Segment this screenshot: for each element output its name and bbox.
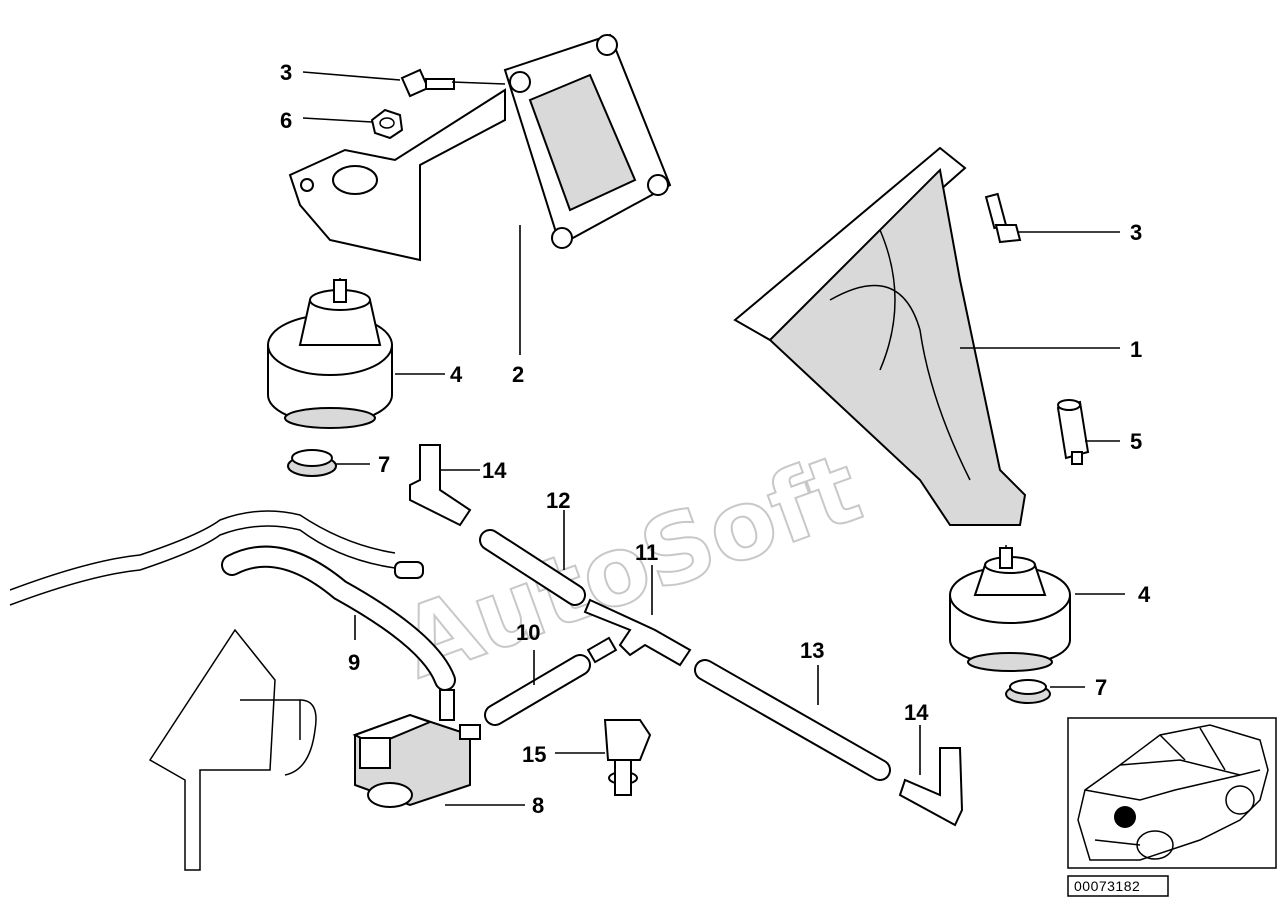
car-outline-icon — [1077, 724, 1269, 861]
vehicle-location-thumbnail — [1067, 717, 1277, 869]
callout-9: 9 — [348, 650, 360, 675]
part-10-hose — [484, 654, 591, 726]
callout-14-bottom: 14 — [904, 700, 929, 725]
callout-4-left: 4 — [450, 362, 463, 387]
part-7-nut-right — [1005, 679, 1051, 704]
reference-number-box: 00073182 — [1067, 875, 1169, 897]
part-5-stop-buffer — [1056, 399, 1090, 465]
callout-7-right: 7 — [1095, 675, 1107, 700]
callouts: 3 6 3 1 2 4 5 7 14 12 11 4 10 9 13 7 14 … — [280, 60, 1151, 818]
part-9-hose — [221, 545, 456, 691]
part-14-elbow-top — [409, 444, 472, 527]
part-11-t-piece — [583, 598, 692, 667]
callout-12: 12 — [546, 488, 570, 513]
mounting-plate — [148, 628, 317, 871]
callout-1: 1 — [1130, 337, 1142, 362]
vacuum-line-background — [9, 510, 424, 606]
location-marker-dot — [1114, 806, 1136, 828]
callout-10: 10 — [516, 620, 540, 645]
leader-lines — [302, 71, 1125, 806]
callout-3-left: 3 — [280, 60, 292, 85]
callout-3-right: 3 — [1130, 220, 1142, 245]
part-1-right-bracket — [733, 146, 1027, 526]
part-3-bolt-left — [400, 68, 455, 98]
callout-5: 5 — [1130, 429, 1142, 454]
callout-8: 8 — [532, 793, 544, 818]
callout-15: 15 — [522, 742, 546, 767]
part-7-nut-left — [287, 449, 337, 477]
callout-4-right: 4 — [1138, 582, 1151, 607]
reference-number: 00073182 — [1074, 878, 1140, 894]
part-14-elbow-bottom — [898, 747, 964, 827]
part-15-clip — [603, 719, 652, 796]
callout-13: 13 — [800, 638, 824, 663]
part-6-nut — [370, 108, 404, 140]
part-13-hose — [694, 659, 891, 781]
callout-7-left: 7 — [378, 452, 390, 477]
callout-14-top: 14 — [482, 458, 507, 483]
callout-11: 11 — [635, 540, 658, 565]
part-8-solenoid-valve — [352, 689, 481, 808]
part-12-hose — [479, 529, 586, 606]
part-2-left-bracket — [288, 33, 672, 262]
callout-2: 2 — [512, 362, 524, 387]
part-4-engine-mount-right — [949, 545, 1071, 672]
callout-6: 6 — [280, 108, 292, 133]
part-4-engine-mount-left — [267, 278, 393, 429]
part-3-bolt-right — [984, 192, 1022, 244]
